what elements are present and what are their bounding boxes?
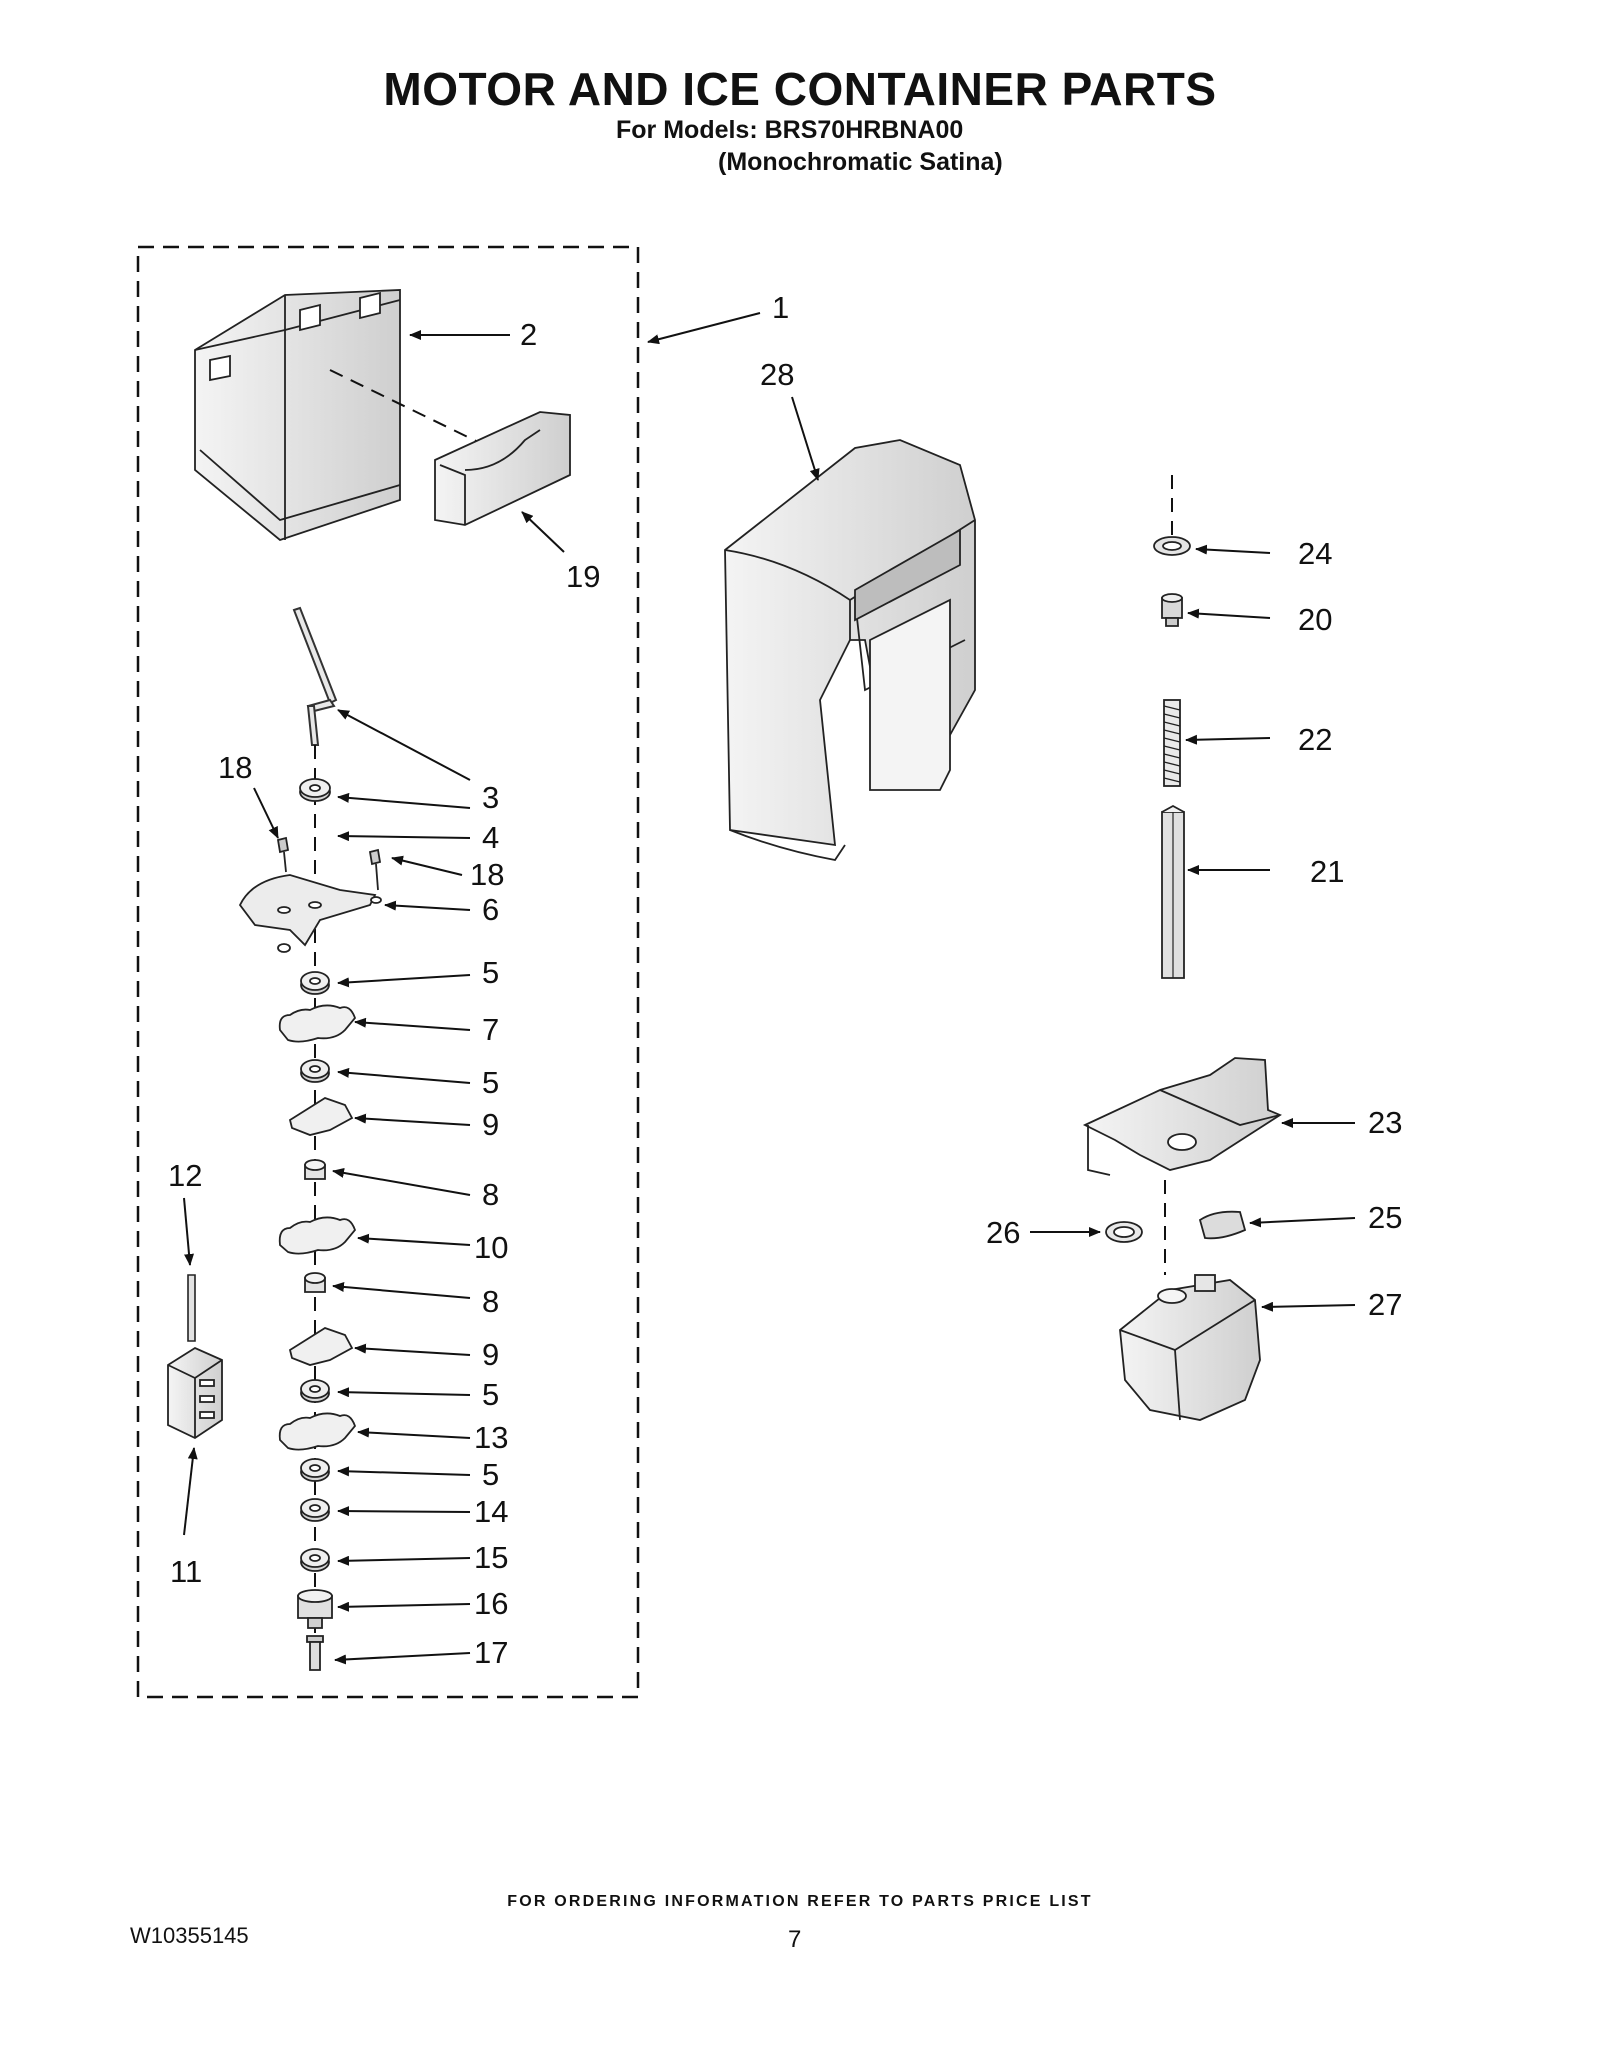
motor-bracket-part [1082,1057,1282,1176]
shaft-assembly-right [1153,536,1191,979]
callout-16: 16 [474,1586,508,1621]
callout-15: 15 [474,1540,508,1575]
model-description: (Monochromatic Satina) [718,148,1003,176]
callout-10: 10 [474,1230,508,1265]
callout-22: 22 [1298,722,1332,757]
callout-17: 17 [474,1635,508,1670]
callout-14: 14 [474,1494,508,1529]
coupler-25-part [1198,1210,1247,1240]
callout-13: 13 [474,1420,508,1455]
motor-27-part [1119,1274,1261,1421]
page-title: MOTOR AND ICE CONTAINER PARTS [383,63,1217,115]
callout-27: 27 [1368,1287,1402,1322]
page-number: 7 [788,1926,802,1953]
callout-24: 24 [1298,536,1332,571]
callout-26: 26 [986,1215,1020,1250]
callout-19: 19 [566,559,600,594]
callout-5-d: 5 [482,1457,499,1492]
callout-21: 21 [1310,854,1344,889]
callout-18-left: 18 [218,750,252,785]
callout-23: 23 [1368,1105,1402,1140]
auger-rod-part [292,606,338,746]
callout-5-c: 5 [482,1377,499,1412]
assembly-boundary [136,245,640,1699]
callout-8-b: 8 [482,1284,499,1319]
callout-28: 28 [760,357,794,392]
block-part [167,1346,223,1440]
callout-5-a: 5 [482,955,499,990]
callout-4: 4 [482,820,499,855]
callout-18-right: 18 [470,857,504,892]
callout-labels: 1 2 28 24 19 20 22 21 18 3 4 18 6 5 7 5 … [168,290,1402,1670]
models-line: For Models: BRS70HRBNA00 [616,116,964,144]
callout-9-a: 9 [482,1107,499,1142]
ice-container-part [194,289,401,542]
callout-1: 1 [772,290,789,325]
callout-8-a: 8 [482,1177,499,1212]
callout-7: 7 [482,1012,499,1047]
leader-arrows [183,312,1356,1665]
dispenser-housing-part [724,439,976,861]
callout-6: 6 [482,892,499,927]
washer-26-part [1105,1221,1143,1243]
pin-part [187,1274,196,1342]
shaft-component-stack [238,778,382,1671]
callout-12: 12 [168,1158,202,1193]
callout-9-b: 9 [482,1337,499,1372]
container-bracket-part [434,411,571,526]
ordering-note: FOR ORDERING INFORMATION REFER TO PARTS … [507,1893,1093,1910]
callout-11: 11 [170,1554,202,1589]
callout-20: 20 [1298,602,1332,637]
document-number: W10355145 [130,1923,249,1948]
callout-3: 3 [482,780,499,815]
callout-25: 25 [1368,1200,1402,1235]
callout-2: 2 [520,317,537,352]
callout-5-b: 5 [482,1065,499,1100]
